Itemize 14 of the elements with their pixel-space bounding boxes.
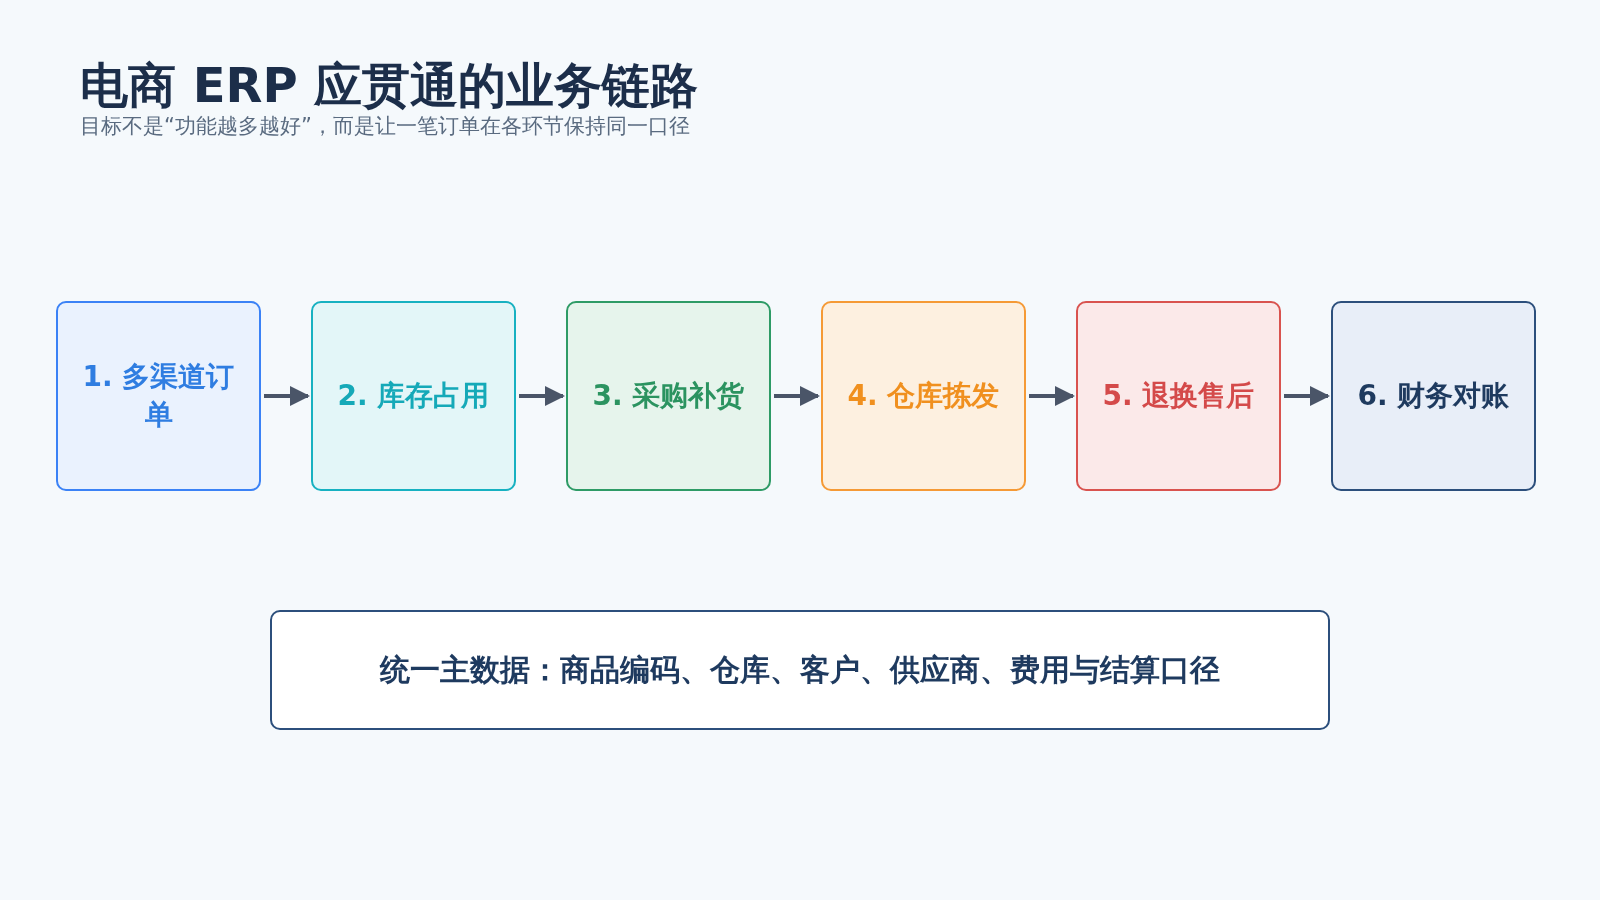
step-box: 5. 退换售后 (1076, 301, 1281, 491)
step-box: 2. 库存占用 (311, 301, 516, 491)
data-box: 统一主数据：商品编码、仓库、客户、供应商、费用与结算口径 (270, 610, 1330, 730)
step-box: 1. 多渠道订单 (56, 301, 261, 491)
arrow (519, 386, 565, 406)
arrow (1029, 386, 1075, 406)
title: 电商 ERP 应贯通的业务链路 (80, 56, 699, 115)
arrow (1284, 386, 1330, 406)
arrow (264, 386, 310, 406)
step-box: 4. 仓库拣发 (821, 301, 1026, 491)
step-box: 3. 采购补货 (566, 301, 771, 491)
step-box: 6. 财务对账 (1331, 301, 1536, 491)
subtitle: 目标不是“功能越多越好”，而是让一笔订单在各环节保持同一口径 (80, 113, 690, 140)
arrow (774, 386, 820, 406)
